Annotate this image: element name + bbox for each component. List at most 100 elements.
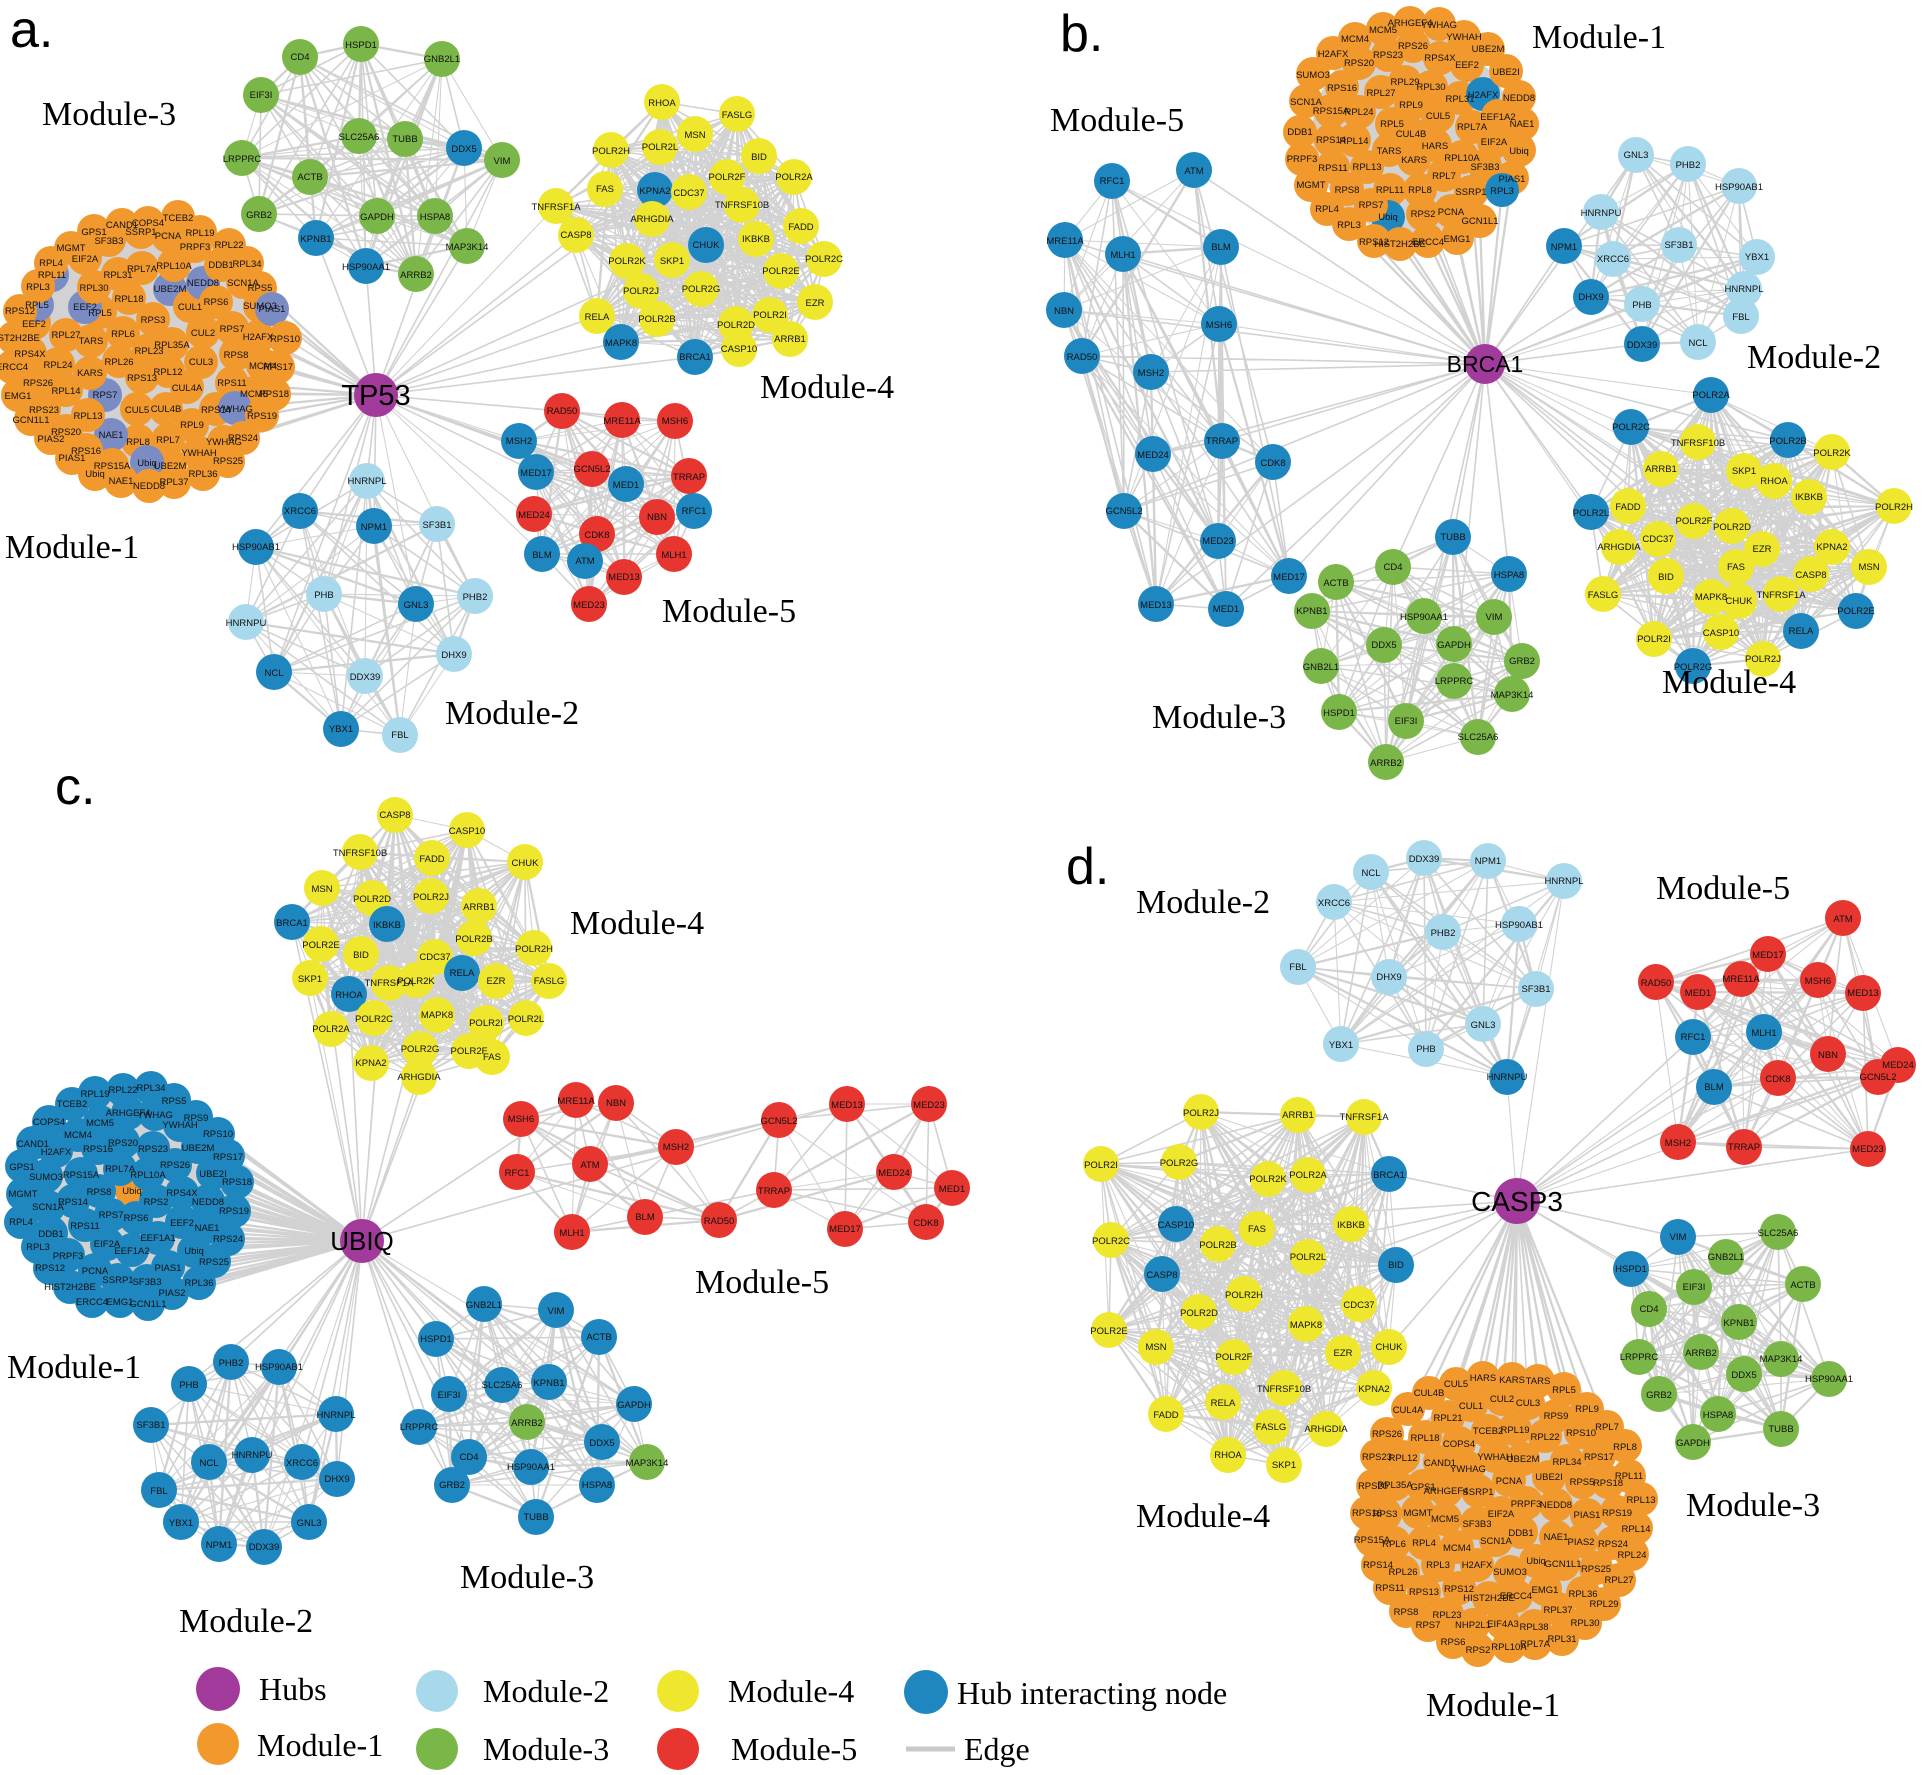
- svg-text:POLR2E: POLR2E: [762, 266, 800, 277]
- svg-text:RPL6: RPL6: [1382, 1539, 1406, 1550]
- svg-text:LRPPRC: LRPPRC: [1435, 676, 1474, 687]
- svg-text:HIST2H2BE: HIST2H2BE: [44, 1282, 96, 1293]
- svg-text:RPS8: RPS8: [1394, 1607, 1419, 1618]
- svg-text:Ubiq: Ubiq: [1526, 1556, 1546, 1567]
- svg-text:RPS19: RPS19: [1602, 1508, 1632, 1519]
- svg-text:SLC25A6: SLC25A6: [1458, 732, 1499, 743]
- svg-text:CUL4A: CUL4A: [1393, 1405, 1424, 1416]
- svg-text:RPL31: RPL31: [1445, 94, 1474, 105]
- svg-text:GAPDH: GAPDH: [1437, 640, 1471, 651]
- svg-text:POLR2C: POLR2C: [355, 1014, 393, 1025]
- svg-text:Module-4: Module-4: [570, 905, 704, 942]
- svg-text:HNRNPU: HNRNPU: [226, 618, 267, 629]
- svg-text:KPNB1: KPNB1: [300, 234, 331, 245]
- svg-text:ATM: ATM: [1833, 914, 1852, 925]
- svg-text:EIF3I: EIF3I: [250, 90, 273, 101]
- svg-text:PCNA: PCNA: [82, 1266, 109, 1277]
- svg-text:MED17: MED17: [1752, 950, 1784, 961]
- svg-text:EIF2A: EIF2A: [72, 254, 99, 265]
- svg-text:IKBKB: IKBKB: [1337, 1220, 1365, 1231]
- svg-text:EIF3I: EIF3I: [438, 1390, 461, 1401]
- svg-text:BID: BID: [1388, 1260, 1404, 1271]
- svg-text:DHX9: DHX9: [324, 1474, 349, 1485]
- svg-text:MSH2: MSH2: [1665, 1138, 1691, 1149]
- svg-text:RPL7: RPL7: [1595, 1422, 1619, 1433]
- svg-text:RFC1: RFC1: [505, 1168, 530, 1179]
- svg-text:GAPDH: GAPDH: [360, 212, 394, 223]
- svg-text:Ubiq: Ubiq: [137, 458, 157, 469]
- svg-text:EMG1: EMG1: [107, 1297, 134, 1308]
- svg-text:MSH6: MSH6: [508, 1114, 534, 1125]
- svg-text:ARRB2: ARRB2: [511, 1418, 543, 1429]
- svg-text:TUBB: TUBB: [392, 134, 417, 145]
- svg-text:POLR2G: POLR2G: [682, 284, 721, 295]
- svg-text:CD4: CD4: [1383, 562, 1402, 573]
- svg-text:YWHAG: YWHAG: [1450, 1464, 1486, 1475]
- svg-text:BLM: BLM: [532, 550, 552, 561]
- svg-text:MED13: MED13: [831, 1100, 863, 1111]
- svg-text:MGMT: MGMT: [1403, 1508, 1432, 1519]
- svg-text:ERCC4: ERCC4: [76, 1297, 108, 1308]
- svg-text:MRE11A: MRE11A: [557, 1096, 595, 1107]
- svg-text:RPL5: RPL5: [88, 308, 112, 319]
- svg-text:RPS6: RPS6: [124, 1213, 149, 1224]
- svg-text:CASP3: CASP3: [1471, 1186, 1563, 1217]
- svg-text:MSH2: MSH2: [506, 436, 532, 447]
- svg-text:EIF4A3: EIF4A3: [1487, 1619, 1519, 1630]
- svg-text:RPL30: RPL30: [1416, 82, 1445, 93]
- svg-text:PCNA: PCNA: [1438, 207, 1465, 218]
- svg-text:SKP1: SKP1: [298, 974, 322, 985]
- svg-text:DDB1: DDB1: [1508, 1528, 1533, 1539]
- svg-text:MED17: MED17: [520, 468, 552, 479]
- svg-text:POLR2I: POLR2I: [1084, 1160, 1118, 1171]
- svg-text:YWHAG: YWHAG: [206, 437, 242, 448]
- svg-text:CAND1: CAND1: [17, 1139, 49, 1150]
- svg-text:RPL27: RPL27: [1604, 1575, 1633, 1586]
- svg-text:RPS11: RPS11: [1375, 1583, 1404, 1594]
- svg-text:RPL36: RPL36: [188, 469, 217, 480]
- svg-text:UBE2I: UBE2I: [199, 1169, 226, 1180]
- svg-text:DDX39: DDX39: [1409, 854, 1440, 865]
- svg-text:HIST2H2BE: HIST2H2BE: [1374, 239, 1426, 250]
- svg-text:RPS3: RPS3: [1373, 1509, 1398, 1520]
- svg-text:GPS1: GPS1: [81, 227, 106, 238]
- svg-text:HSPA8: HSPA8: [582, 1480, 612, 1491]
- svg-text:RPL24: RPL24: [1617, 1550, 1646, 1561]
- svg-text:YBX1: YBX1: [329, 724, 353, 735]
- svg-text:Hub interacting node: Hub interacting node: [957, 1675, 1227, 1711]
- svg-text:LRPPRC: LRPPRC: [1620, 1352, 1659, 1363]
- svg-text:MCM4: MCM4: [1443, 1543, 1471, 1554]
- svg-text:NBN: NBN: [606, 1098, 626, 1109]
- svg-text:HNRNPU: HNRNPU: [1581, 208, 1622, 219]
- svg-text:CAND1: CAND1: [1424, 1458, 1456, 1469]
- svg-text:YWHAG: YWHAG: [217, 404, 253, 415]
- svg-text:Module-2: Module-2: [179, 1603, 313, 1640]
- svg-text:RPS16: RPS16: [1327, 83, 1357, 94]
- svg-text:NCL: NCL: [1361, 868, 1380, 879]
- svg-text:RPL30: RPL30: [1570, 1618, 1599, 1629]
- svg-text:NBN: NBN: [1054, 306, 1074, 317]
- svg-text:SCN1A: SCN1A: [1290, 97, 1322, 108]
- svg-text:YWHAH: YWHAH: [162, 1120, 198, 1131]
- svg-text:PHB2: PHB2: [219, 1358, 244, 1369]
- svg-text:MED23: MED23: [1202, 536, 1234, 547]
- svg-text:XRCC6: XRCC6: [1318, 898, 1350, 909]
- svg-text:ACTB: ACTB: [586, 1332, 611, 1343]
- svg-text:RPS10: RPS10: [203, 1129, 233, 1140]
- svg-text:RPL11: RPL11: [38, 270, 66, 281]
- svg-text:SCN1A: SCN1A: [1480, 1536, 1512, 1547]
- svg-text:RPL27: RPL27: [1366, 88, 1395, 99]
- svg-text:DDB1: DDB1: [38, 1229, 63, 1240]
- svg-text:EEF2: EEF2: [22, 319, 46, 330]
- svg-text:RPS18: RPS18: [259, 389, 289, 400]
- svg-text:POLR2B: POLR2B: [1199, 1240, 1237, 1251]
- svg-text:RPL7A: RPL7A: [105, 1164, 136, 1175]
- svg-text:RPL30: RPL30: [79, 283, 108, 294]
- svg-text:CASP8: CASP8: [379, 810, 410, 821]
- svg-text:TCEB2: TCEB2: [57, 1099, 88, 1110]
- svg-text:POLR2I: POLR2I: [753, 310, 787, 321]
- svg-text:GRB2: GRB2: [246, 210, 272, 221]
- svg-text:RPL26: RPL26: [1388, 1567, 1417, 1578]
- svg-text:POLR2B: POLR2B: [455, 934, 493, 945]
- svg-text:RPS23: RPS23: [1362, 1452, 1392, 1463]
